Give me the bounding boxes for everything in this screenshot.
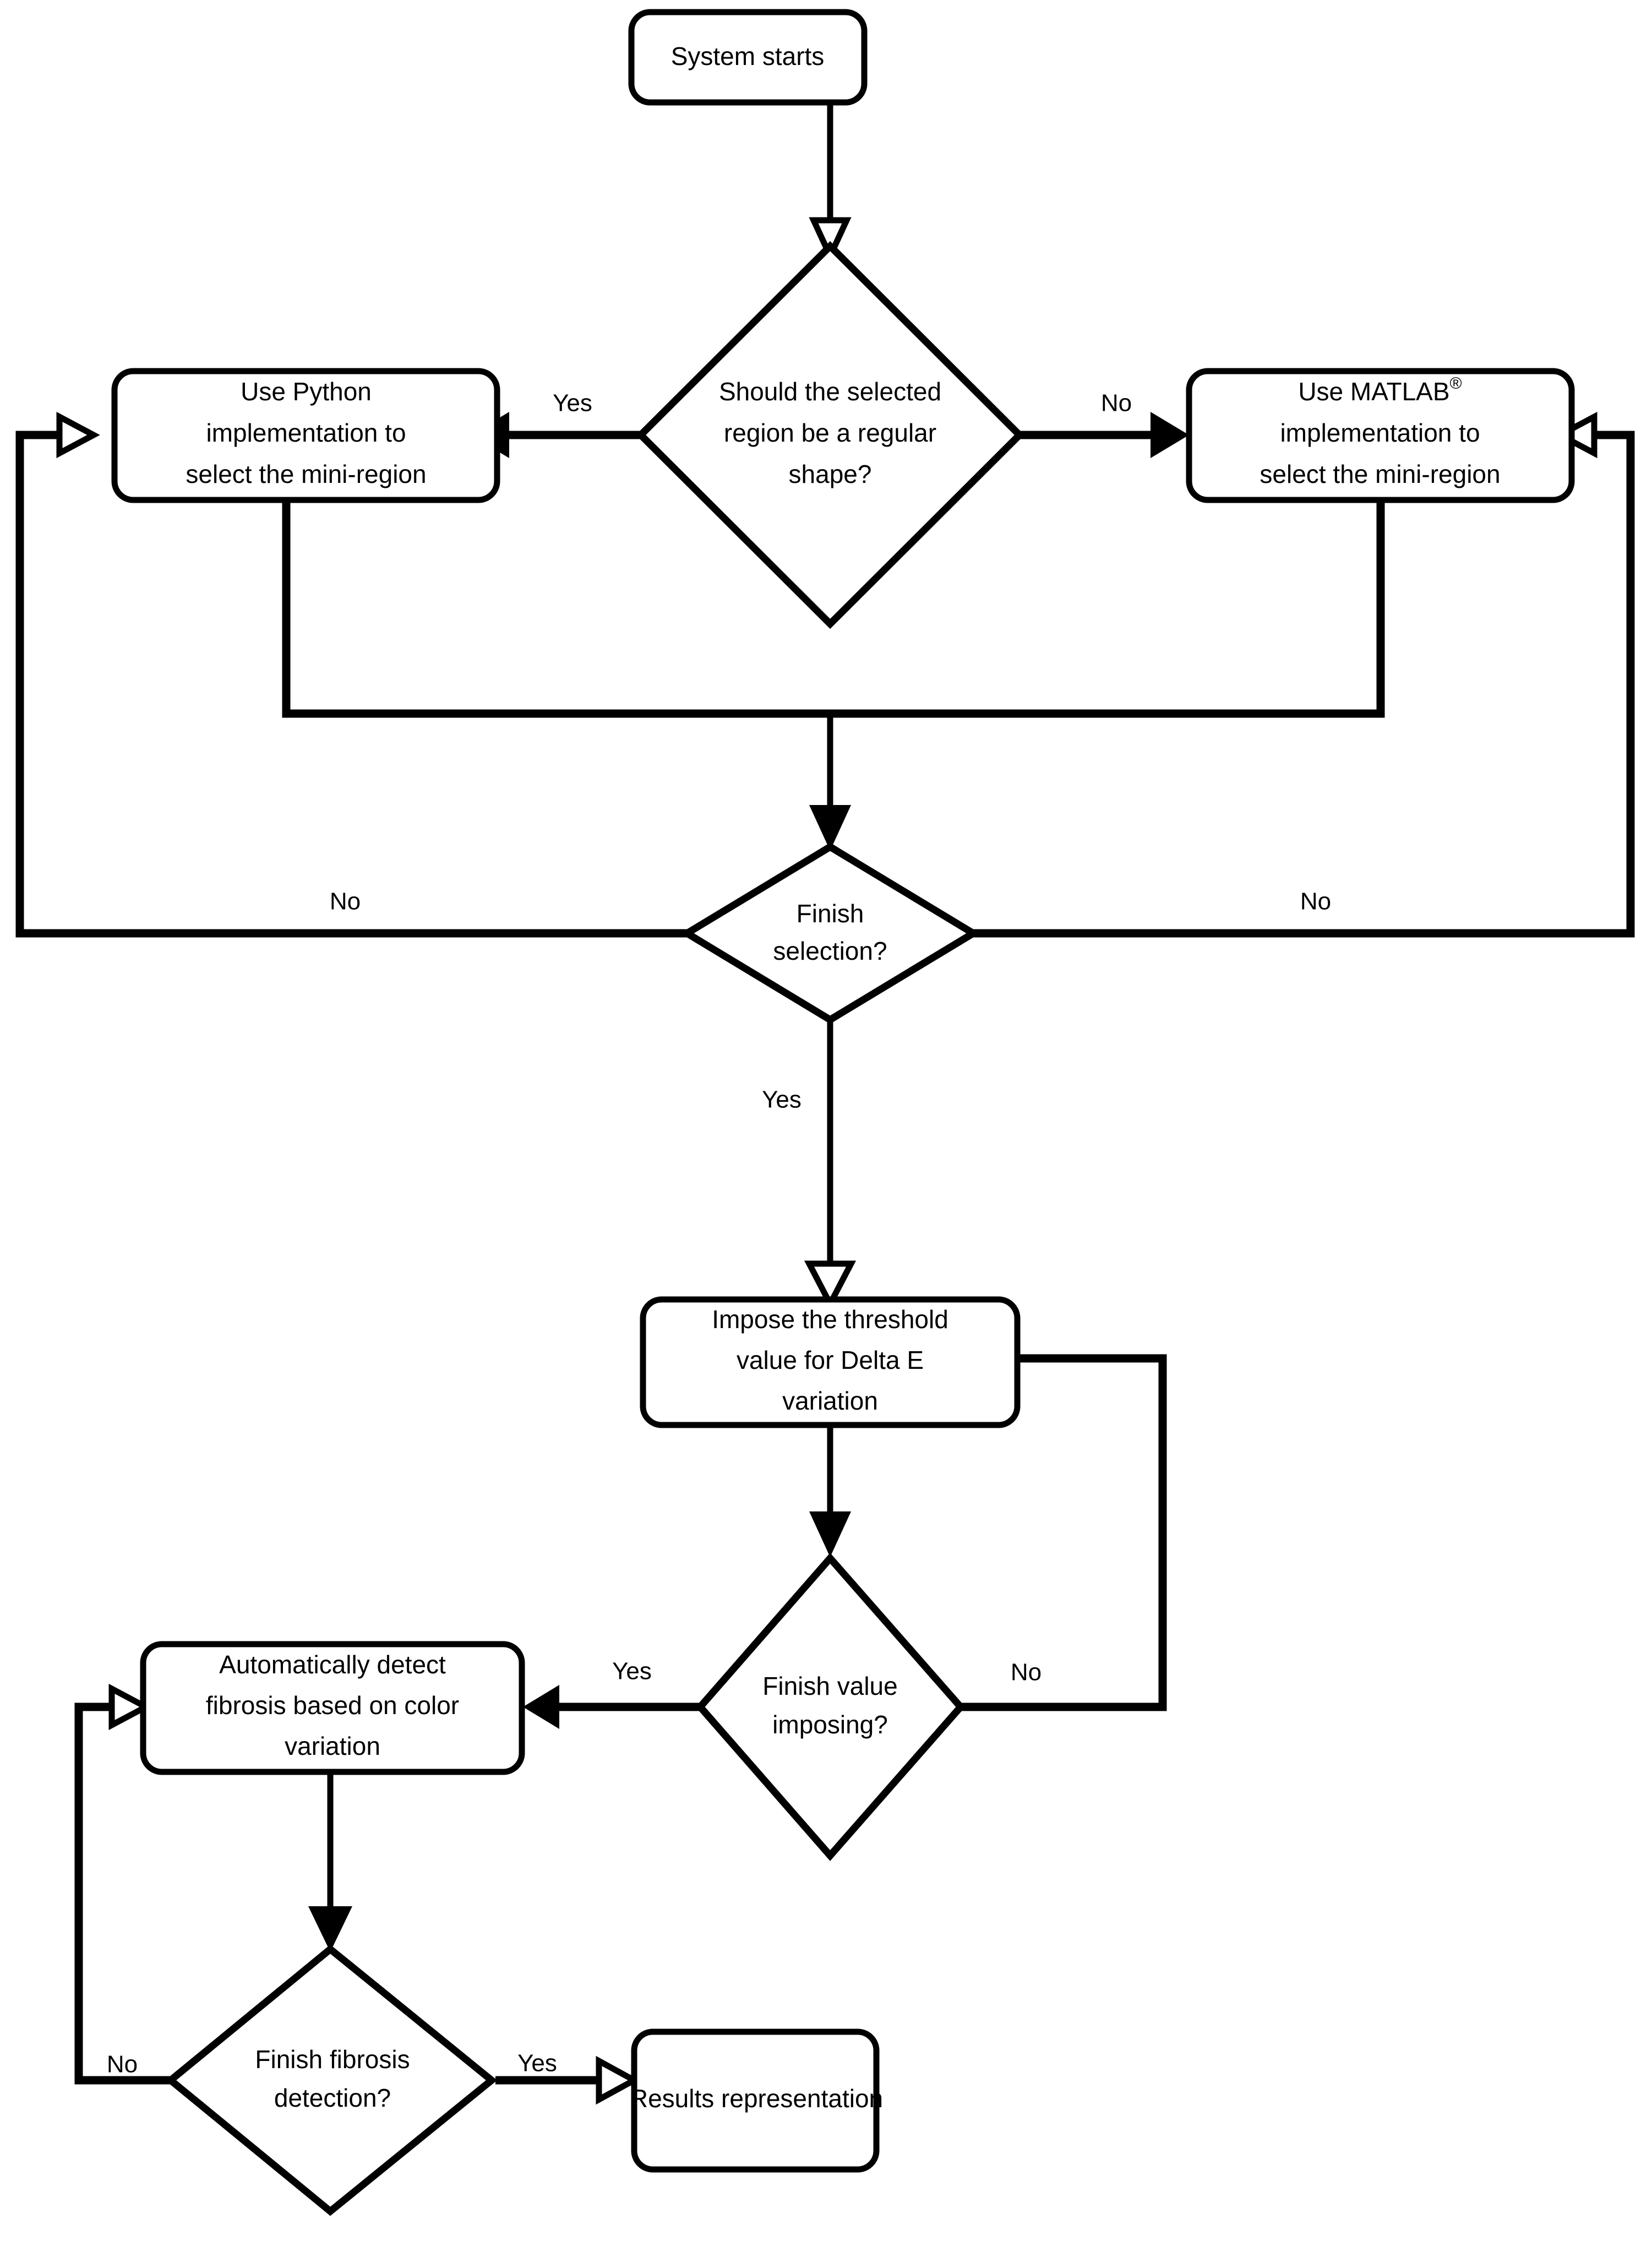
node-detect-fibrosis[interactable]: Automatically detect fibrosis based on c… xyxy=(140,1641,525,1775)
detect-fibrosis-line3: variation xyxy=(285,1732,380,1760)
edge-label-value-yes: Yes xyxy=(612,1658,652,1685)
edge-impose-to-finish-value xyxy=(809,1425,851,1557)
edge-label-selection-yes: Yes xyxy=(762,1086,802,1113)
matlab-implementation-line2: implementation to xyxy=(1280,418,1480,447)
system-starts-box[interactable] xyxy=(628,9,868,106)
system-starts-label: System starts xyxy=(671,42,825,70)
edge-merge-to-finish-selection xyxy=(809,714,851,851)
impose-threshold-line3: variation xyxy=(782,1386,878,1415)
finish-fibrosis-detection-line1: Finish fibrosis xyxy=(255,2045,410,2074)
edge-start-to-decision xyxy=(809,102,852,264)
matlab-implementation-box[interactable] xyxy=(1186,368,1575,503)
node-finish-selection[interactable]: Finish selection? xyxy=(680,842,980,1024)
impose-threshold-line2: value for Delta E xyxy=(737,1346,924,1374)
edge-selection-yes-to-impose xyxy=(804,1020,857,1310)
edge-label-shape-no: No xyxy=(1101,390,1132,417)
node-results-representation[interactable]: Results representation xyxy=(630,2028,883,2173)
edge-selection-no-right-loop xyxy=(973,411,1635,938)
edge-python-to-merge xyxy=(282,500,1385,718)
node-matlab-implementation[interactable]: Use MATLAB® implementation to select the… xyxy=(1186,368,1575,503)
decision-regular-shape-diamond[interactable] xyxy=(635,241,1025,629)
edge-label-fibrosis-no: No xyxy=(107,2051,138,2078)
node-finish-fibrosis-detection[interactable]: Finish fibrosis detection? xyxy=(165,1944,498,2216)
impose-threshold-box[interactable] xyxy=(640,1296,1021,1428)
python-implementation-line3: select the mini-region xyxy=(186,460,426,488)
node-python-implementation[interactable]: Use Python implementation to select the … xyxy=(111,368,500,503)
edge-detect-to-finish-fibrosis xyxy=(308,1772,352,1952)
impose-threshold-line1: Impose the threshold xyxy=(712,1305,948,1334)
python-implementation-box[interactable] xyxy=(111,368,500,503)
node-finish-value-imposing[interactable]: Finish value imposing? xyxy=(695,1553,966,1861)
node-system-starts[interactable]: System starts xyxy=(628,9,868,106)
finish-value-imposing-line1: Finish value xyxy=(762,1672,897,1700)
results-representation-label: Results representation xyxy=(630,2084,883,2113)
finish-selection-line1: Finish xyxy=(797,899,864,928)
node-impose-threshold[interactable]: Impose the threshold value for Delta E v… xyxy=(640,1296,1021,1428)
registered-trademark-icon: ® xyxy=(1450,374,1462,393)
edge-label-shape-yes: Yes xyxy=(553,390,592,417)
python-implementation-line1: Use Python xyxy=(241,377,372,406)
node-decision-regular-shape[interactable]: Should the selected region be a regular … xyxy=(635,241,1025,629)
results-representation-box[interactable] xyxy=(631,2028,880,2173)
decision-regular-shape-line2: region be a regular xyxy=(724,418,936,447)
detect-fibrosis-box[interactable] xyxy=(140,1641,525,1775)
edge-label-selection-no-right: No xyxy=(1300,888,1331,915)
finish-fibrosis-detection-line2: detection? xyxy=(274,2084,391,2112)
finish-selection-diamond[interactable] xyxy=(680,842,980,1024)
edge-label-selection-no-left: No xyxy=(330,888,361,915)
matlab-implementation-line1-text: Use MATLAB xyxy=(1298,377,1449,406)
finish-selection-line2: selection? xyxy=(773,937,887,965)
edge-fibrosis-yes-to-results xyxy=(495,2055,641,2105)
detect-fibrosis-line2: fibrosis based on color xyxy=(206,1691,459,1720)
edge-label-fibrosis-yes: Yes xyxy=(517,2050,557,2077)
finish-fibrosis-detection-diamond[interactable] xyxy=(165,1944,498,2216)
finish-value-imposing-diamond[interactable] xyxy=(695,1553,966,1861)
edge-selection-no-left-loop xyxy=(15,411,687,938)
detect-fibrosis-line1: Automatically detect xyxy=(219,1650,446,1679)
matlab-implementation-line1: Use MATLAB® xyxy=(1298,374,1462,406)
edge-fibrosis-no-loop xyxy=(74,1683,171,2085)
edge-value-yes-to-detect xyxy=(523,1685,700,1729)
matlab-implementation-line3: select the mini-region xyxy=(1260,460,1500,488)
decision-regular-shape-line3: shape? xyxy=(789,460,872,488)
edge-label-value-no: No xyxy=(1011,1659,1042,1686)
edge-decision-no-to-matlab xyxy=(1016,412,1189,458)
decision-regular-shape-line1: Should the selected xyxy=(719,377,941,406)
python-implementation-line2: implementation to xyxy=(206,418,406,447)
finish-value-imposing-line2: imposing? xyxy=(772,1710,888,1739)
